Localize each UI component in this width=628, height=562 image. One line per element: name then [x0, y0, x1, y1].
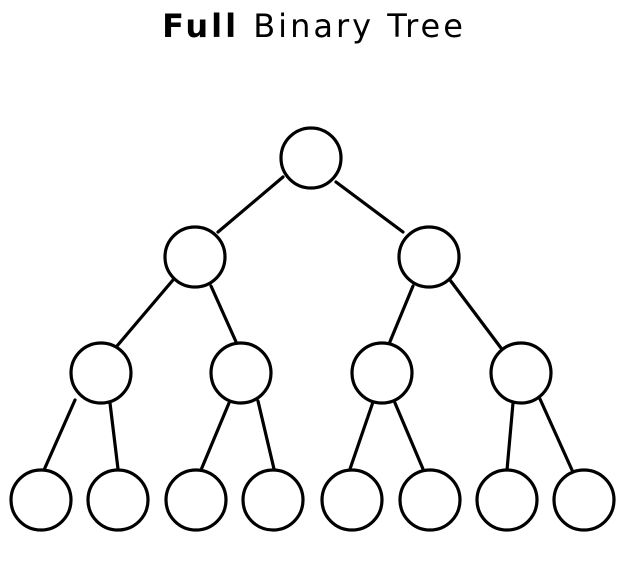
tree-node-leaf: [164, 468, 228, 532]
tree-node-level-3: [350, 341, 414, 405]
tree-edge: [199, 401, 231, 472]
tree-edge: [334, 180, 405, 234]
tree-node-root: [279, 126, 343, 190]
tree-edge: [209, 284, 239, 346]
tree-edge: [348, 400, 375, 471]
tree-node-leaf: [86, 468, 150, 532]
tree-node-leaf: [9, 468, 73, 532]
title-bold-word: Full: [162, 7, 240, 45]
tree-edge: [393, 401, 425, 471]
tree-edge: [256, 399, 276, 471]
tree-node-leaf: [552, 468, 616, 532]
tree-edge: [216, 175, 285, 234]
tree-nodes: [9, 126, 616, 532]
tree-node-level-3: [489, 341, 553, 405]
tree-edge: [108, 401, 120, 471]
tree-node-level-2: [163, 225, 227, 289]
tree-node-leaf: [241, 468, 305, 532]
tree-edges: [42, 175, 574, 472]
tree-node-leaf: [398, 468, 462, 532]
tree-edge: [42, 398, 77, 472]
tree-node-level-3: [209, 341, 273, 405]
diagram-title: Full Binary Tree: [0, 4, 628, 48]
tree-node-level-3: [69, 341, 133, 405]
title-rest: Binary Tree: [253, 7, 466, 45]
tree-node-leaf: [320, 468, 384, 532]
tree-edge: [505, 401, 515, 472]
tree-edge: [448, 278, 503, 350]
tree-node-level-2: [397, 225, 461, 289]
tree-edge: [387, 284, 415, 346]
tree-node-leaf: [475, 468, 539, 532]
tree-edge: [115, 278, 175, 348]
tree-edge: [538, 397, 574, 472]
